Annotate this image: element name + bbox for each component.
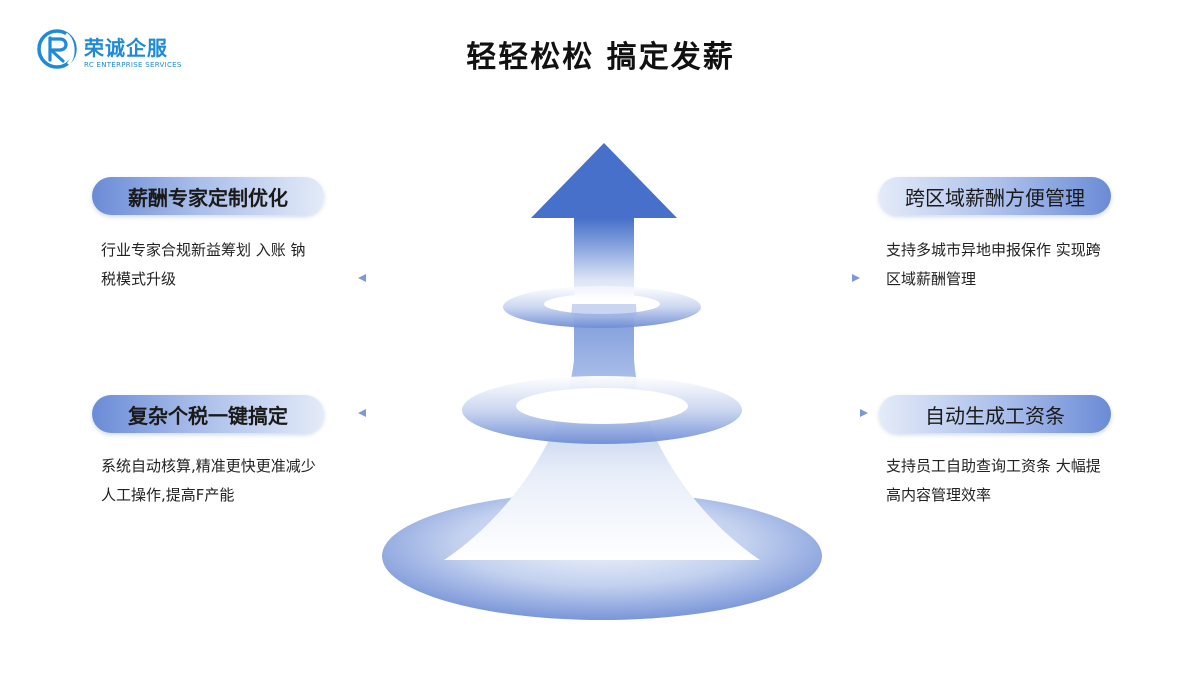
feature-pill-payslip: 自动生成工资条 xyxy=(879,395,1111,433)
page-title: 轻轻松松 搞定发薪 xyxy=(466,40,735,75)
brand-name: 荣诚企服 xyxy=(84,36,168,60)
connector-arrow-right-icon xyxy=(712,274,860,282)
connector-arrow-left-icon xyxy=(358,274,492,282)
feature-pill-tax: 复杂个税一键搞定 xyxy=(92,395,324,433)
rc-logo-icon xyxy=(37,29,77,69)
feature-desc-cross-region: 支持多城市异地申报保作 实现跨区域薪酬管理 xyxy=(886,241,1101,288)
feature-pill-salary-optimization: 薪酬专家定制优化 xyxy=(92,177,324,215)
brand-subtitle: RC ENTERPRISE SERVICES xyxy=(84,61,182,69)
feature-desc-payslip: 支持员工自助查询工资条 大幅提高内容管理效率 xyxy=(886,457,1101,504)
feature-desc-salary-optimization: 行业专家合规新益筹划 入账 钠税模式升级 xyxy=(101,241,306,288)
up-arrow-graphic xyxy=(531,143,677,218)
connector-arrow-right-icon xyxy=(752,409,868,417)
feature-pill-cross-region: 跨区域薪酬方便管理 xyxy=(879,177,1111,215)
brand-logo: 荣诚企服 RC ENTERPRISE SERVICES xyxy=(36,26,206,76)
feature-desc-tax: 系统自动核算,精准更快更准减少人工操作,提高F产能 xyxy=(101,457,316,504)
connector-arrow-left-icon xyxy=(358,409,452,417)
lower-ring xyxy=(462,376,742,444)
